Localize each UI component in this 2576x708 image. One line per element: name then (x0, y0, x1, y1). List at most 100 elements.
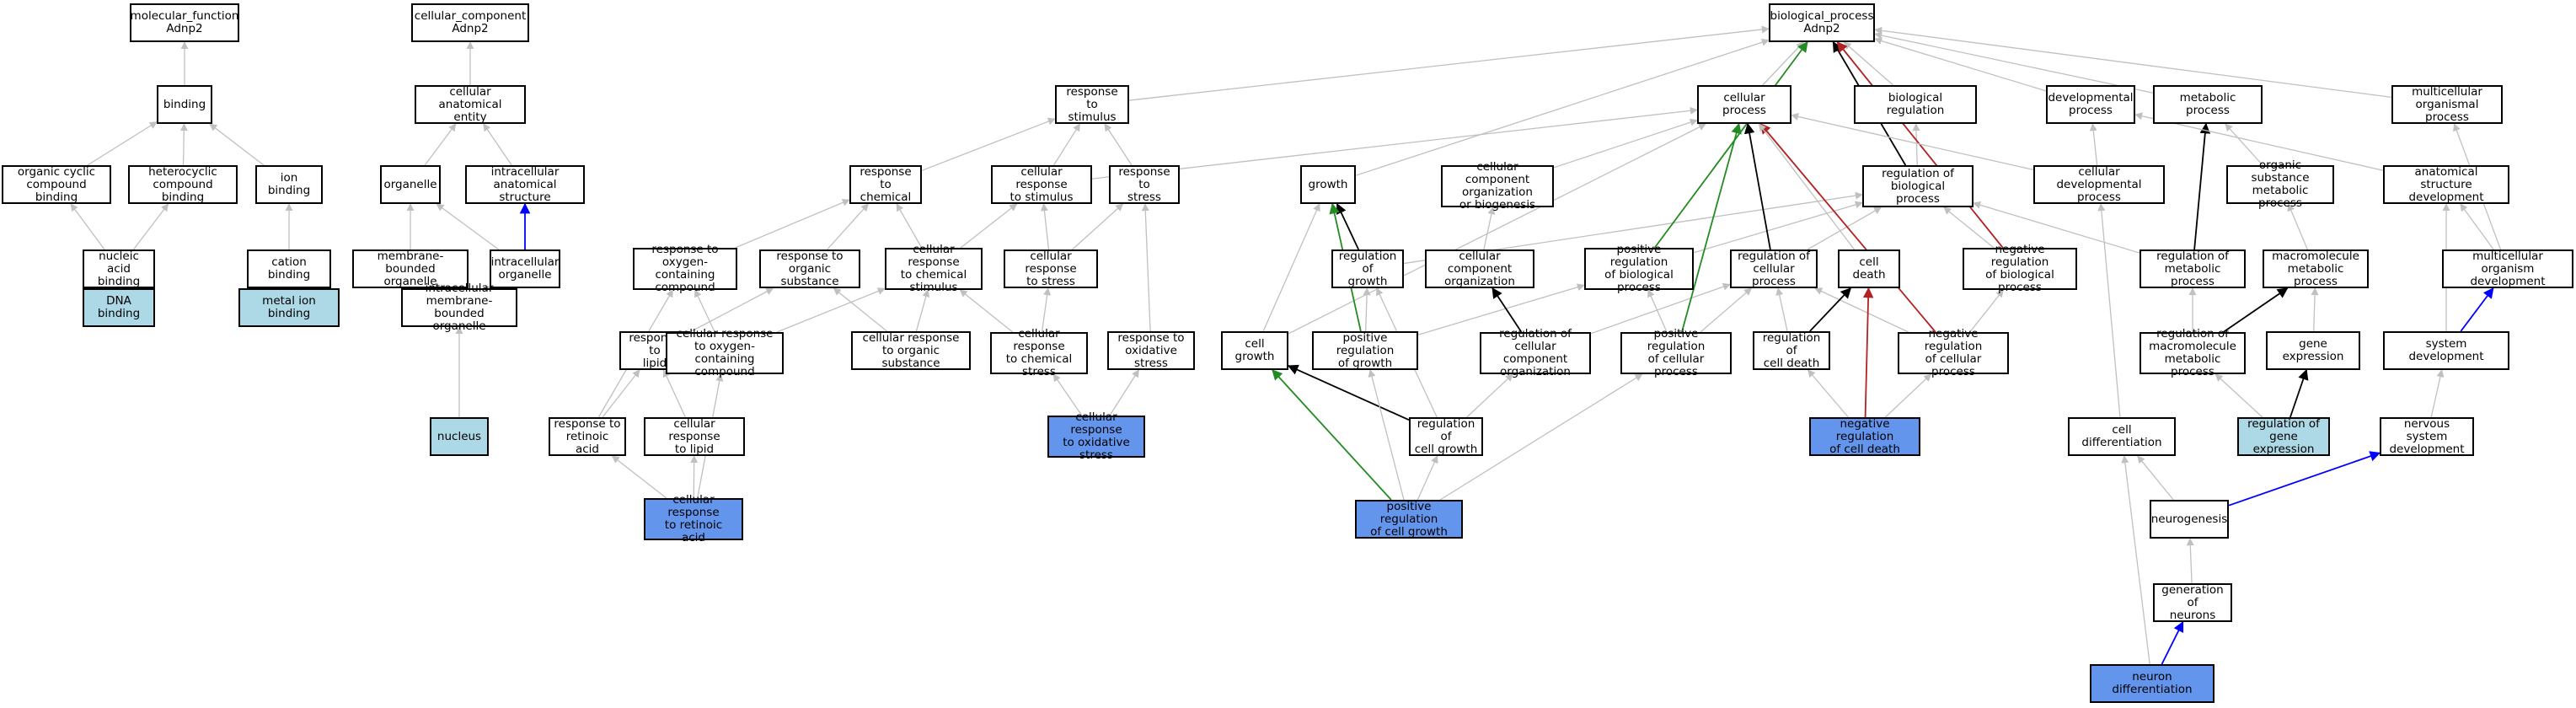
edge-crocc-rocc (694, 289, 715, 333)
node-crstim[interactable]: cellular response to stimulus (991, 165, 1092, 204)
node-sysdev[interactable]: system development (2383, 331, 2509, 370)
edge-ionb-binding (209, 123, 265, 166)
edge-regcellgrowth-regcco (1466, 373, 1513, 418)
node-reggeneexp[interactable]: regulation of gene expression (2237, 417, 2330, 456)
edge-cellgrowth-growth (1262, 203, 1320, 332)
node-catb[interactable]: cation binding (247, 249, 331, 288)
edge-cellproc-bp (1762, 41, 1804, 86)
node-osmp[interactable]: organic substance metabolic process (2226, 159, 2334, 210)
node-dnab[interactable]: DNA binding (83, 288, 155, 327)
node-rchem[interactable]: response to chemical (849, 165, 922, 204)
node-metproc[interactable]: metabolic process (2153, 85, 2263, 124)
node-cc[interactable]: cellular_component Adnp2 (411, 3, 529, 42)
node-cdevproc[interactable]: cellular developmental process (2033, 165, 2165, 204)
node-bioreg[interactable]: biological regulation (1854, 85, 1977, 124)
node-crstress[interactable]: cellular response to stress (1004, 249, 1098, 288)
node-cellproc[interactable]: cellular process (1697, 85, 1791, 124)
node-mib[interactable]: metal ion binding (238, 288, 340, 327)
edge-metproc-bp (1874, 31, 2154, 94)
node-celldiff[interactable]: cell differentiation (2068, 417, 2176, 456)
node-io[interactable]: intracellular organelle (490, 249, 560, 288)
node-cae[interactable]: cellular anatomical entity (415, 85, 526, 124)
node-crchemstress[interactable]: cellular response to chemical stress (990, 328, 1088, 378)
node-celldeath[interactable]: cell death (1838, 249, 1900, 288)
node-negregcp[interactable]: negative regulation of cellular process (1898, 328, 2009, 378)
node-organelle[interactable]: organelle (380, 165, 441, 204)
node-ccob[interactable]: cellular component organization or bioge… (1441, 161, 1554, 212)
edge-ccob-cellproc (1553, 118, 1698, 169)
edge-posreggrowth-posregbp (1417, 283, 1585, 335)
edge-nab-hcb (132, 203, 169, 250)
node-nsd[interactable]: nervous system development (2380, 417, 2474, 456)
edge-reggrowth-growth (1336, 202, 1360, 250)
node-bp[interactable]: biological_process Adnp2 (1769, 3, 1875, 42)
edge-regmmp-mmp (2222, 287, 2289, 333)
edge-genneurons-neurogenesis (2186, 538, 2194, 584)
node-regcco[interactable]: regulation of cellular component organiz… (1480, 328, 1591, 378)
edge-bioreg-bp (1843, 41, 1894, 86)
node-occb[interactable]: organic cyclic compound binding (2, 165, 111, 204)
node-posregcp[interactable]: positive regulation of cellular process (1620, 328, 1732, 378)
node-nucleus[interactable]: nucleus (430, 417, 489, 456)
edge-celldeath-cellproc (1758, 123, 1856, 250)
node-rstim[interactable]: response to stimulus (1055, 85, 1129, 124)
edge-cros-crcs (915, 289, 930, 332)
edge-posregcellgrowth-posreggrowth (1368, 369, 1405, 501)
node-mmp[interactable]: macromolecule metabolic process (2263, 249, 2369, 288)
edge-crlipid-rlipid (662, 369, 686, 418)
node-posregbp[interactable]: positive regulation of biological proces… (1584, 244, 1694, 294)
node-hcb[interactable]: heterocyclic compound binding (128, 165, 238, 204)
node-reggrowth[interactable]: regulation of growth (1331, 249, 1404, 288)
edge-regcco-cco (1492, 287, 1523, 333)
edge-cellgrowth-cellproc (1288, 123, 1707, 335)
node-crlipid[interactable]: cellular response to lipid (644, 417, 745, 456)
node-posregcellgrowth[interactable]: positive regulation of cell growth (1355, 500, 1463, 539)
edge-cdevproc-cellproc (1791, 113, 2034, 171)
node-regcp[interactable]: regulation of cellular process (1730, 249, 1818, 288)
node-negregcelldeath[interactable]: negative regulation of cell death (1809, 417, 1920, 456)
node-mod[interactable]: multicellular organism development (2442, 249, 2573, 288)
node-crcs[interactable]: cellular response to chemical stimulus (885, 244, 983, 294)
node-regmp[interactable]: regulation of metabolic process (2140, 249, 2246, 288)
node-neurogenesis[interactable]: neurogenesis (2150, 500, 2229, 539)
node-ros[interactable]: response to organic substance (759, 249, 860, 288)
node-nab[interactable]: nucleic acid binding (83, 249, 155, 288)
node-asd[interactable]: anatomical structure development (2383, 165, 2509, 204)
node-cellgrowth[interactable]: cell growth (1221, 331, 1288, 370)
edge-crchemstress-crstress (1041, 287, 1052, 333)
node-ionb[interactable]: ion binding (255, 165, 323, 204)
node-rocc[interactable]: response to oxygen-containing compound (633, 244, 737, 294)
edge-negregcelldeath-negregcp (1884, 373, 1932, 418)
node-crra[interactable]: cellular response to retinoic acid (644, 494, 743, 544)
node-cco[interactable]: cellular component organization (1425, 249, 1534, 288)
node-cros[interactable]: cellular response to organic substance (851, 331, 971, 370)
node-crox[interactable]: cellular response to oxidative stress (1047, 411, 1145, 462)
node-multiproc[interactable]: multicellular organismal process (2391, 85, 2503, 124)
node-crocc[interactable]: cellular response to oxygen-containing c… (666, 328, 784, 378)
node-regcelldeath[interactable]: regulation of cell death (1753, 331, 1830, 370)
node-geneexp[interactable]: gene expression (2266, 331, 2360, 370)
node-mf[interactable]: molecular_function Adnp2 (130, 3, 239, 42)
node-negregbp[interactable]: negative regulation of biological proces… (1963, 244, 2077, 294)
node-regcellgrowth[interactable]: regulation of cell growth (1409, 417, 1483, 456)
edge-crstim-cellproc (1091, 106, 1698, 180)
node-rra[interactable]: response to retinoic acid (549, 417, 626, 456)
node-regmmp[interactable]: regulation of macromolecule metabolic pr… (2140, 328, 2246, 378)
edge-crox-rox (1109, 369, 1139, 416)
node-neurondiff[interactable]: neuron differentiation (2090, 664, 2215, 703)
node-mbo[interactable]: membrane-bounded organelle (352, 249, 469, 288)
node-devproc[interactable]: developmental process (2046, 85, 2135, 124)
node-genneurons[interactable]: generation of neurons (2153, 583, 2232, 622)
node-posreggrowth[interactable]: positive regulation of growth (1312, 331, 1418, 370)
node-rstress[interactable]: response to stress (1109, 165, 1180, 204)
node-binding[interactable]: binding (157, 85, 212, 124)
node-rox[interactable]: response to oxidative stress (1107, 331, 1195, 370)
node-regbp[interactable]: regulation of biological process (1862, 165, 1974, 207)
node-imbo[interactable]: intracellular membrane-bounded organelle (401, 282, 517, 333)
edge-reggeneexp-geneexp (2289, 368, 2309, 418)
edge-regcelldeath-regcp (1775, 287, 1788, 332)
edge-neurogenesis-nsd (2228, 451, 2381, 507)
node-ias[interactable]: intracellular anatomical structure (465, 165, 585, 204)
edge-crstress-crstim (1040, 203, 1050, 250)
node-growth[interactable]: growth (1300, 165, 1356, 204)
